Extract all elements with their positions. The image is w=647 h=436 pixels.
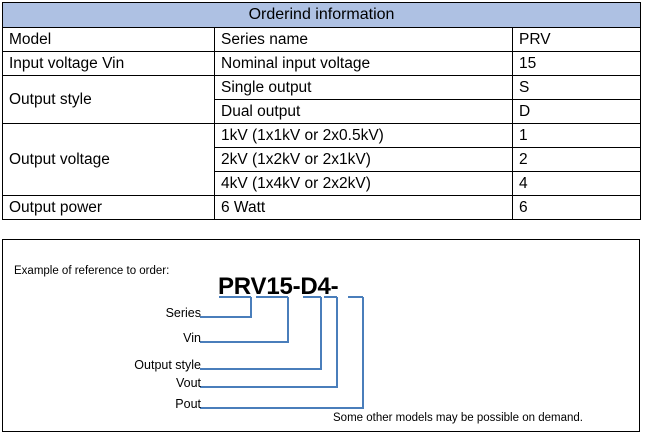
cell-description: 1kV (1x1kV or 2x0.5kV) — [214, 123, 513, 148]
example-caption: Example of reference to order: — [14, 265, 170, 277]
cell-description: Dual output — [214, 99, 513, 124]
table-title-row: Orderind information — [1, 2, 642, 28]
leader-vin — [200, 297, 289, 343]
leader-label-vout: Vout — [175, 376, 201, 390]
leader-label-pout: Pout — [175, 397, 201, 411]
table-row: Input voltage Vin Nominal input voltage … — [2, 51, 642, 76]
table-row: Output voltage 1kV (1x1kV or 2x0.5kV) 1 — [2, 123, 642, 196]
cell-description: Nominal input voltage — [214, 51, 513, 76]
cell-description: Single output — [214, 75, 513, 100]
table-row: Dual output D — [3, 99, 642, 124]
cell-parameter: Model — [2, 27, 215, 52]
cell-description: 2kV (1x2kV or 2x1kV) — [214, 147, 513, 172]
leader-label-vin: Vin — [183, 331, 201, 345]
leader-series — [200, 297, 252, 318]
cell-code: 1 — [511, 123, 642, 148]
example-reference-panel: Example of reference to order: PRV15-D4-… — [2, 239, 640, 432]
cell-description: Series name — [214, 27, 513, 52]
cell-code: 15 — [511, 51, 642, 76]
ordering-information-table: Orderind information Model Series name P… — [1, 2, 642, 220]
table-row: Output power 6 Watt 6 — [2, 195, 642, 220]
leader-label-series: Series — [165, 306, 201, 320]
cell-code: PRV — [511, 27, 642, 52]
leader-pout — [200, 297, 364, 409]
cell-code: S — [511, 75, 642, 100]
example-model-string: PRV15-D4-6 — [218, 273, 338, 300]
cell-parameter: Output power — [2, 195, 215, 220]
cell-parameter: Output voltage — [2, 123, 215, 196]
table-row: Output style Single output S — [2, 75, 642, 124]
cell-code: D — [511, 99, 642, 124]
leader-output-style — [200, 297, 322, 370]
table-row: Model Series name PRV — [2, 27, 642, 52]
cell-description: 6 Watt — [214, 195, 513, 220]
cell-parameter: Input voltage Vin — [2, 51, 215, 76]
leader-label-output-style: Output style — [134, 358, 201, 372]
cell-code: 4 — [511, 171, 642, 196]
cell-parameter: Output style — [2, 75, 215, 124]
cell-code: 2 — [511, 147, 642, 172]
table-title: Orderind information — [1, 2, 642, 28]
cell-code: 6 — [511, 195, 642, 220]
leader-vout — [200, 297, 338, 388]
footer-note: Some other models may be possible on dem… — [333, 412, 583, 424]
leader-lines — [200, 296, 364, 409]
table-row: 4kV (1x4kV or 2x2kV) 4 — [3, 171, 642, 196]
cell-description: 4kV (1x4kV or 2x2kV) — [214, 171, 513, 196]
